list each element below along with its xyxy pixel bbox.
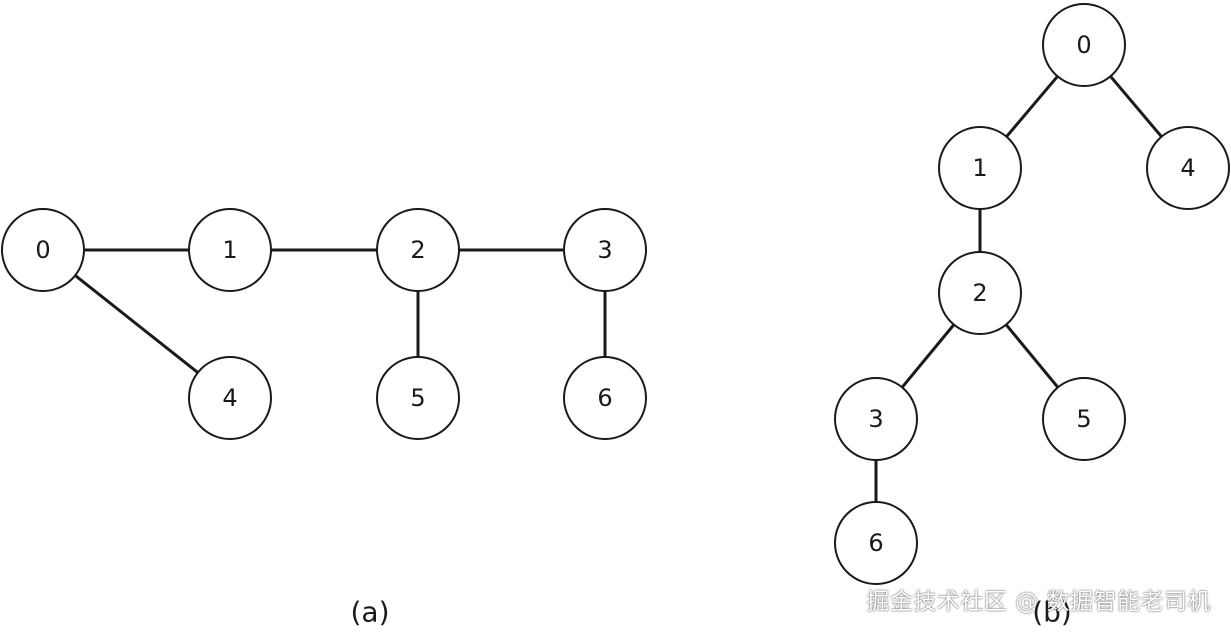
node-circle — [376, 208, 460, 292]
node-circle — [563, 356, 647, 440]
node-b3: 3 — [834, 377, 918, 461]
node-a6: 6 — [563, 356, 647, 440]
edge-b2-b5 — [1004, 323, 1060, 389]
node-label: 6 — [597, 384, 612, 412]
node-a4: 4 — [188, 356, 272, 440]
node-b6: 6 — [834, 501, 918, 585]
node-circle — [1, 208, 85, 292]
node-a2: 2 — [376, 208, 460, 292]
node-label: 4 — [222, 384, 237, 412]
node-b1: 1 — [938, 126, 1022, 210]
node-label: 5 — [410, 384, 425, 412]
node-circle — [563, 208, 647, 292]
node-circle — [188, 208, 272, 292]
node-circle — [188, 356, 272, 440]
node-b2: 2 — [938, 251, 1022, 335]
node-a3: 3 — [563, 208, 647, 292]
edge-a0-a4 — [73, 273, 200, 375]
node-label: 5 — [1076, 405, 1091, 433]
node-label: 2 — [972, 279, 987, 307]
node-a5: 5 — [376, 356, 460, 440]
node-a1: 1 — [188, 208, 272, 292]
nodes-layer: 0 1 2 3 4 5 6 0 1 4 2 3 5 6 — [1, 3, 1230, 585]
node-circle — [1042, 3, 1126, 87]
watermark-text: 掘金技术社区 @ 数据智能老司机 — [866, 589, 1211, 615]
edge-b0-b4 — [1108, 74, 1164, 139]
edge-b2-b3 — [900, 323, 956, 389]
node-label: 0 — [35, 236, 50, 264]
node-label: 3 — [868, 405, 883, 433]
node-label: 3 — [597, 236, 612, 264]
node-circle — [834, 501, 918, 585]
node-b4: 4 — [1146, 126, 1230, 210]
node-circle — [1146, 126, 1230, 210]
node-label: 0 — [1076, 31, 1091, 59]
node-label: 1 — [222, 236, 237, 264]
caption-b: (b) — [1032, 596, 1072, 629]
node-b0: 0 — [1042, 3, 1126, 87]
edge-b0-b1 — [1004, 74, 1060, 139]
node-circle — [1042, 377, 1126, 461]
node-b5: 5 — [1042, 377, 1126, 461]
caption-a: (a) — [350, 596, 389, 629]
node-label: 2 — [410, 236, 425, 264]
node-label: 6 — [868, 529, 883, 557]
node-circle — [938, 126, 1022, 210]
node-label: 4 — [1180, 154, 1195, 182]
node-a0: 0 — [1, 208, 85, 292]
node-circle — [834, 377, 918, 461]
node-circle — [938, 251, 1022, 335]
edges-layer — [73, 74, 1164, 504]
node-label: 1 — [972, 154, 987, 182]
node-circle — [376, 356, 460, 440]
